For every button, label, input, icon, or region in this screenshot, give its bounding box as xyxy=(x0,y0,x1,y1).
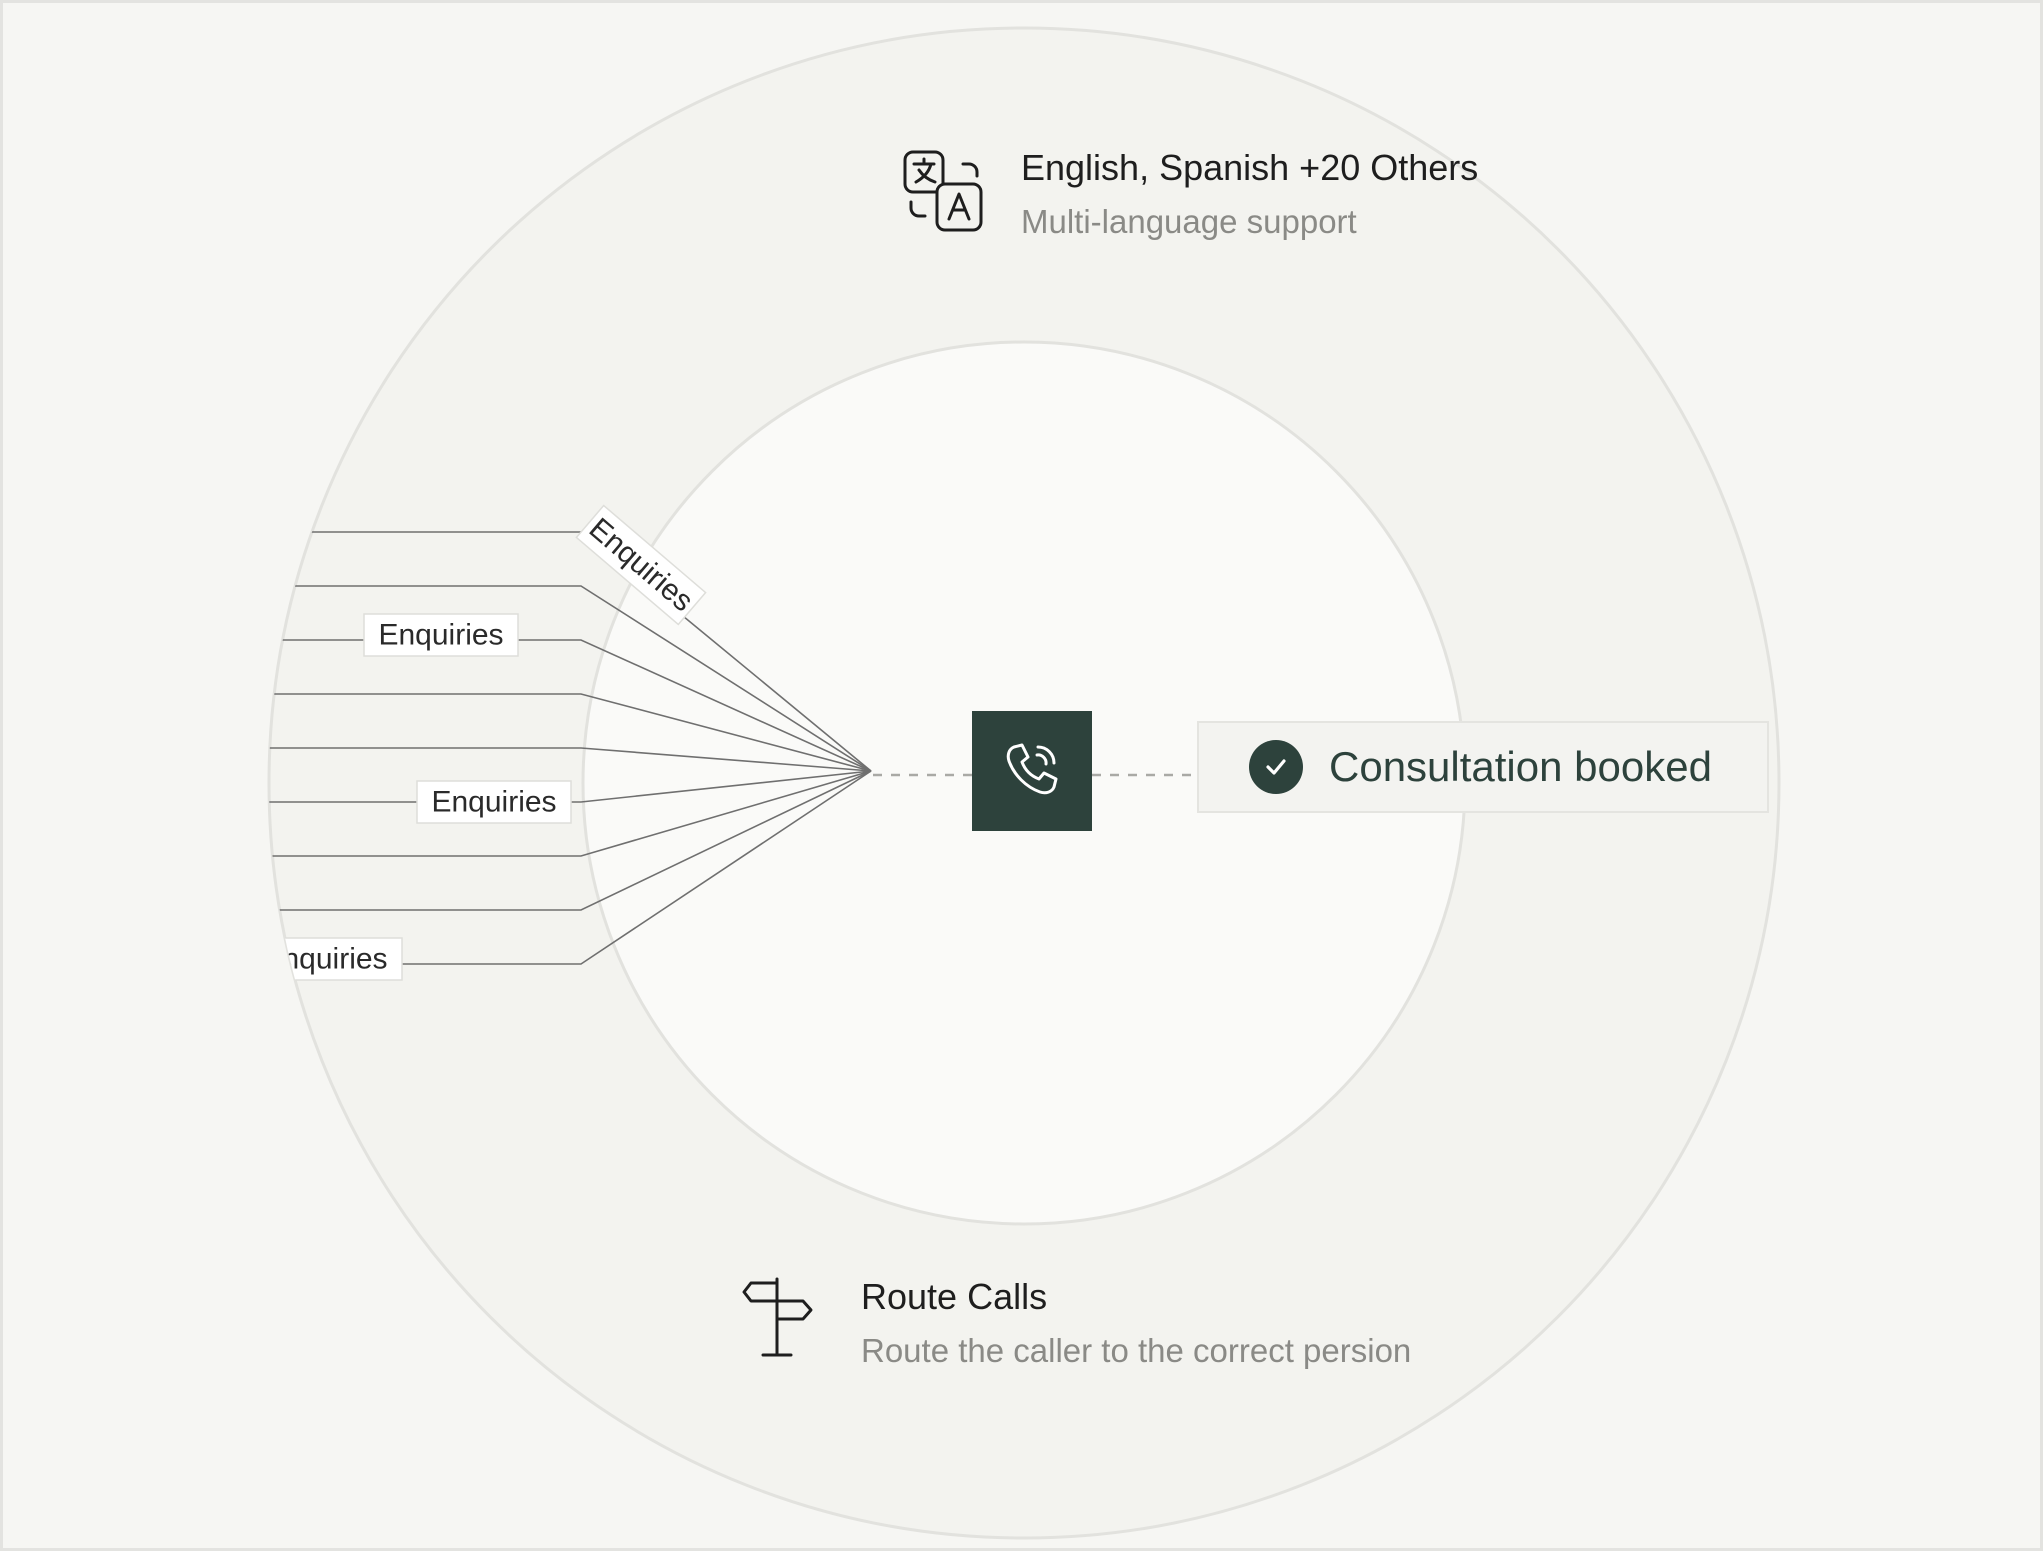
call-line xyxy=(269,770,872,803)
translate-icon xyxy=(901,146,991,236)
call-line xyxy=(269,585,872,772)
enquiry-tag-box xyxy=(575,504,707,626)
check-circle-icon xyxy=(1249,740,1303,794)
language-subtitle: Multi-language support xyxy=(1021,203,1357,240)
enquiry-tag: Enquiries xyxy=(262,937,403,981)
route-calls-title: Route Calls xyxy=(861,1276,1048,1317)
call-line xyxy=(269,693,872,772)
phone-ringing-icon xyxy=(1000,737,1064,806)
call-line xyxy=(269,747,872,772)
enquiry-tag-label: Enquiries xyxy=(262,943,387,976)
language-support-feature: English, Spanish +20 Others Multi-langua… xyxy=(901,146,1478,244)
signpost-icon xyxy=(741,1275,831,1365)
call-line xyxy=(269,770,872,965)
call-line xyxy=(269,770,872,857)
consultation-booked-label: Consultation booked xyxy=(1329,743,1712,790)
route-calls-feature: Route Calls Route the caller to the corr… xyxy=(741,1275,1411,1373)
consultation-booked-card: Consultation booked xyxy=(1197,721,1769,813)
route-calls-subtitle: Route the caller to the correct persion xyxy=(861,1332,1412,1369)
phone-call-node xyxy=(972,711,1092,831)
call-line xyxy=(269,770,872,911)
call-line xyxy=(269,639,872,772)
language-title: English, Spanish +20 Others xyxy=(1021,147,1479,188)
enquiry-tag-label: Enquiries xyxy=(431,786,556,819)
enquiry-tag-box xyxy=(363,613,519,657)
enquiry-tag-label: Enquiries xyxy=(378,619,503,652)
enquiry-tag: Enquiries xyxy=(363,613,519,657)
enquiry-tag: Enquiries xyxy=(416,780,572,824)
enquiry-tag-box xyxy=(416,780,572,824)
